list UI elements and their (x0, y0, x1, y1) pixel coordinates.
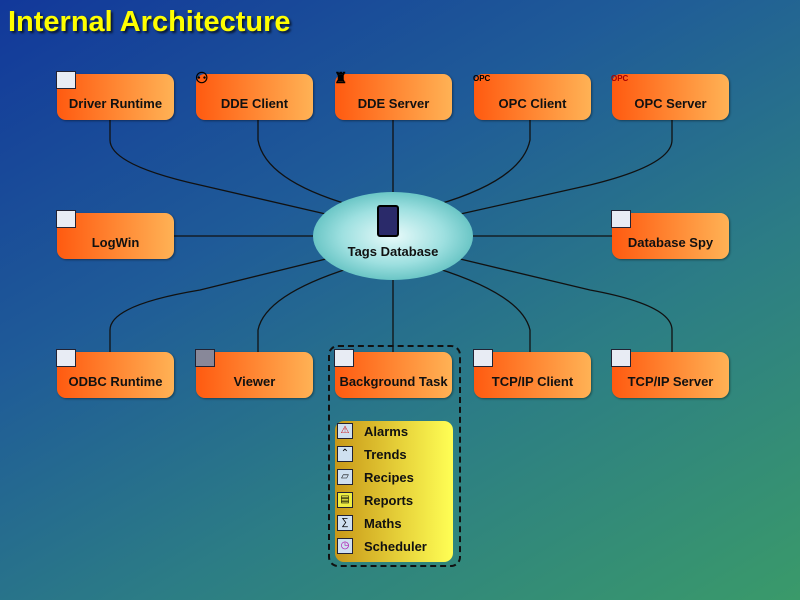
odbc-icon (56, 349, 76, 367)
node-label: Viewer (233, 374, 276, 389)
link-viewer (257, 267, 351, 352)
link-dde-client (257, 120, 351, 206)
node-label: ODBC Runtime (68, 374, 163, 389)
node-opc-server[interactable]: OPC OPC Server (611, 74, 729, 120)
node-label: Background Task (339, 374, 448, 389)
dde-client-icon: ⚇ (195, 70, 209, 87)
node-background-task[interactable]: Background Task (334, 349, 452, 398)
background-task-group (328, 345, 461, 567)
task-label: Recipes (364, 470, 414, 485)
link-opc-client (435, 120, 531, 206)
task-trends[interactable]: ⌃ Trends (335, 444, 453, 467)
node-odbc-runtime[interactable]: ODBC Runtime (56, 349, 174, 398)
node-opc-client[interactable]: OPC OPC Client (473, 74, 591, 120)
link-odbc (109, 257, 331, 352)
node-label: LogWin (91, 235, 140, 250)
link-tcp-client (435, 267, 531, 352)
node-tcp-ip-server[interactable]: TCP/IP Server (611, 349, 729, 398)
report-icon: ▤ (337, 492, 353, 508)
dde-server-icon: ♜ (334, 70, 348, 87)
task-label: Reports (364, 493, 414, 508)
database-icon (377, 205, 399, 237)
alarm-icon: ⚠ (337, 423, 353, 439)
opc-client-icon: OPC (473, 74, 491, 83)
node-viewer[interactable]: Viewer (195, 349, 313, 398)
task-scheduler[interactable]: ◷ Scheduler (335, 536, 453, 559)
node-logwin[interactable]: LogWin (56, 210, 174, 259)
node-label: Database Spy (627, 235, 714, 250)
page-title: Internal Architecture (8, 6, 291, 38)
link-opc-server (455, 120, 673, 216)
node-label: TCP/IP Server (627, 374, 714, 389)
tags-database[interactable]: Tags Database (313, 192, 473, 280)
opc-server-icon: OPC (611, 74, 629, 83)
driver-icon (56, 71, 76, 89)
task-label: Scheduler (364, 539, 427, 554)
node-dde-client[interactable]: ⚇ DDE Client (195, 70, 313, 120)
node-tcp-ip-client[interactable]: TCP/IP Client (473, 349, 591, 398)
link-driver-runtime (109, 120, 331, 216)
node-label: OPC Server (634, 96, 707, 111)
math-icon: ∑ (337, 515, 353, 531)
task-label: Alarms (364, 424, 409, 439)
background-task-list: ⚠ Alarms ⌃ Trends ▱ Recipes ▤ Reports ∑ Maths… (335, 421, 453, 562)
clock-icon: ◷ (337, 538, 353, 554)
node-database-spy[interactable]: Database Spy (611, 210, 729, 259)
task-reports[interactable]: ▤ Reports (335, 490, 453, 513)
logwin-icon (56, 210, 76, 228)
recipe-icon: ▱ (337, 469, 353, 485)
node-label: Driver Runtime (68, 96, 163, 111)
network-icon (473, 349, 493, 367)
node-label: OPC Client (498, 96, 567, 111)
node-dde-server[interactable]: ♜ DDE Server (334, 70, 452, 120)
node-label: TCP/IP Client (491, 374, 574, 389)
task-label: Trends (364, 447, 407, 462)
link-tcp-server (455, 257, 673, 352)
task-label: Maths (364, 516, 402, 531)
monitor-icon (195, 349, 215, 367)
node-driver-runtime[interactable]: Driver Runtime (56, 71, 174, 120)
node-label: DDE Client (220, 96, 289, 111)
task-maths[interactable]: ∑ Maths (335, 513, 453, 536)
task-alarms[interactable]: ⚠ Alarms (335, 421, 453, 444)
trend-icon: ⌃ (337, 446, 353, 462)
database-spy-icon (611, 210, 631, 228)
node-label: DDE Server (357, 96, 430, 111)
background-task-icon (334, 349, 354, 367)
tags-database-label: Tags Database (347, 244, 439, 259)
network-icon (611, 349, 631, 367)
task-recipes[interactable]: ▱ Recipes (335, 467, 453, 490)
